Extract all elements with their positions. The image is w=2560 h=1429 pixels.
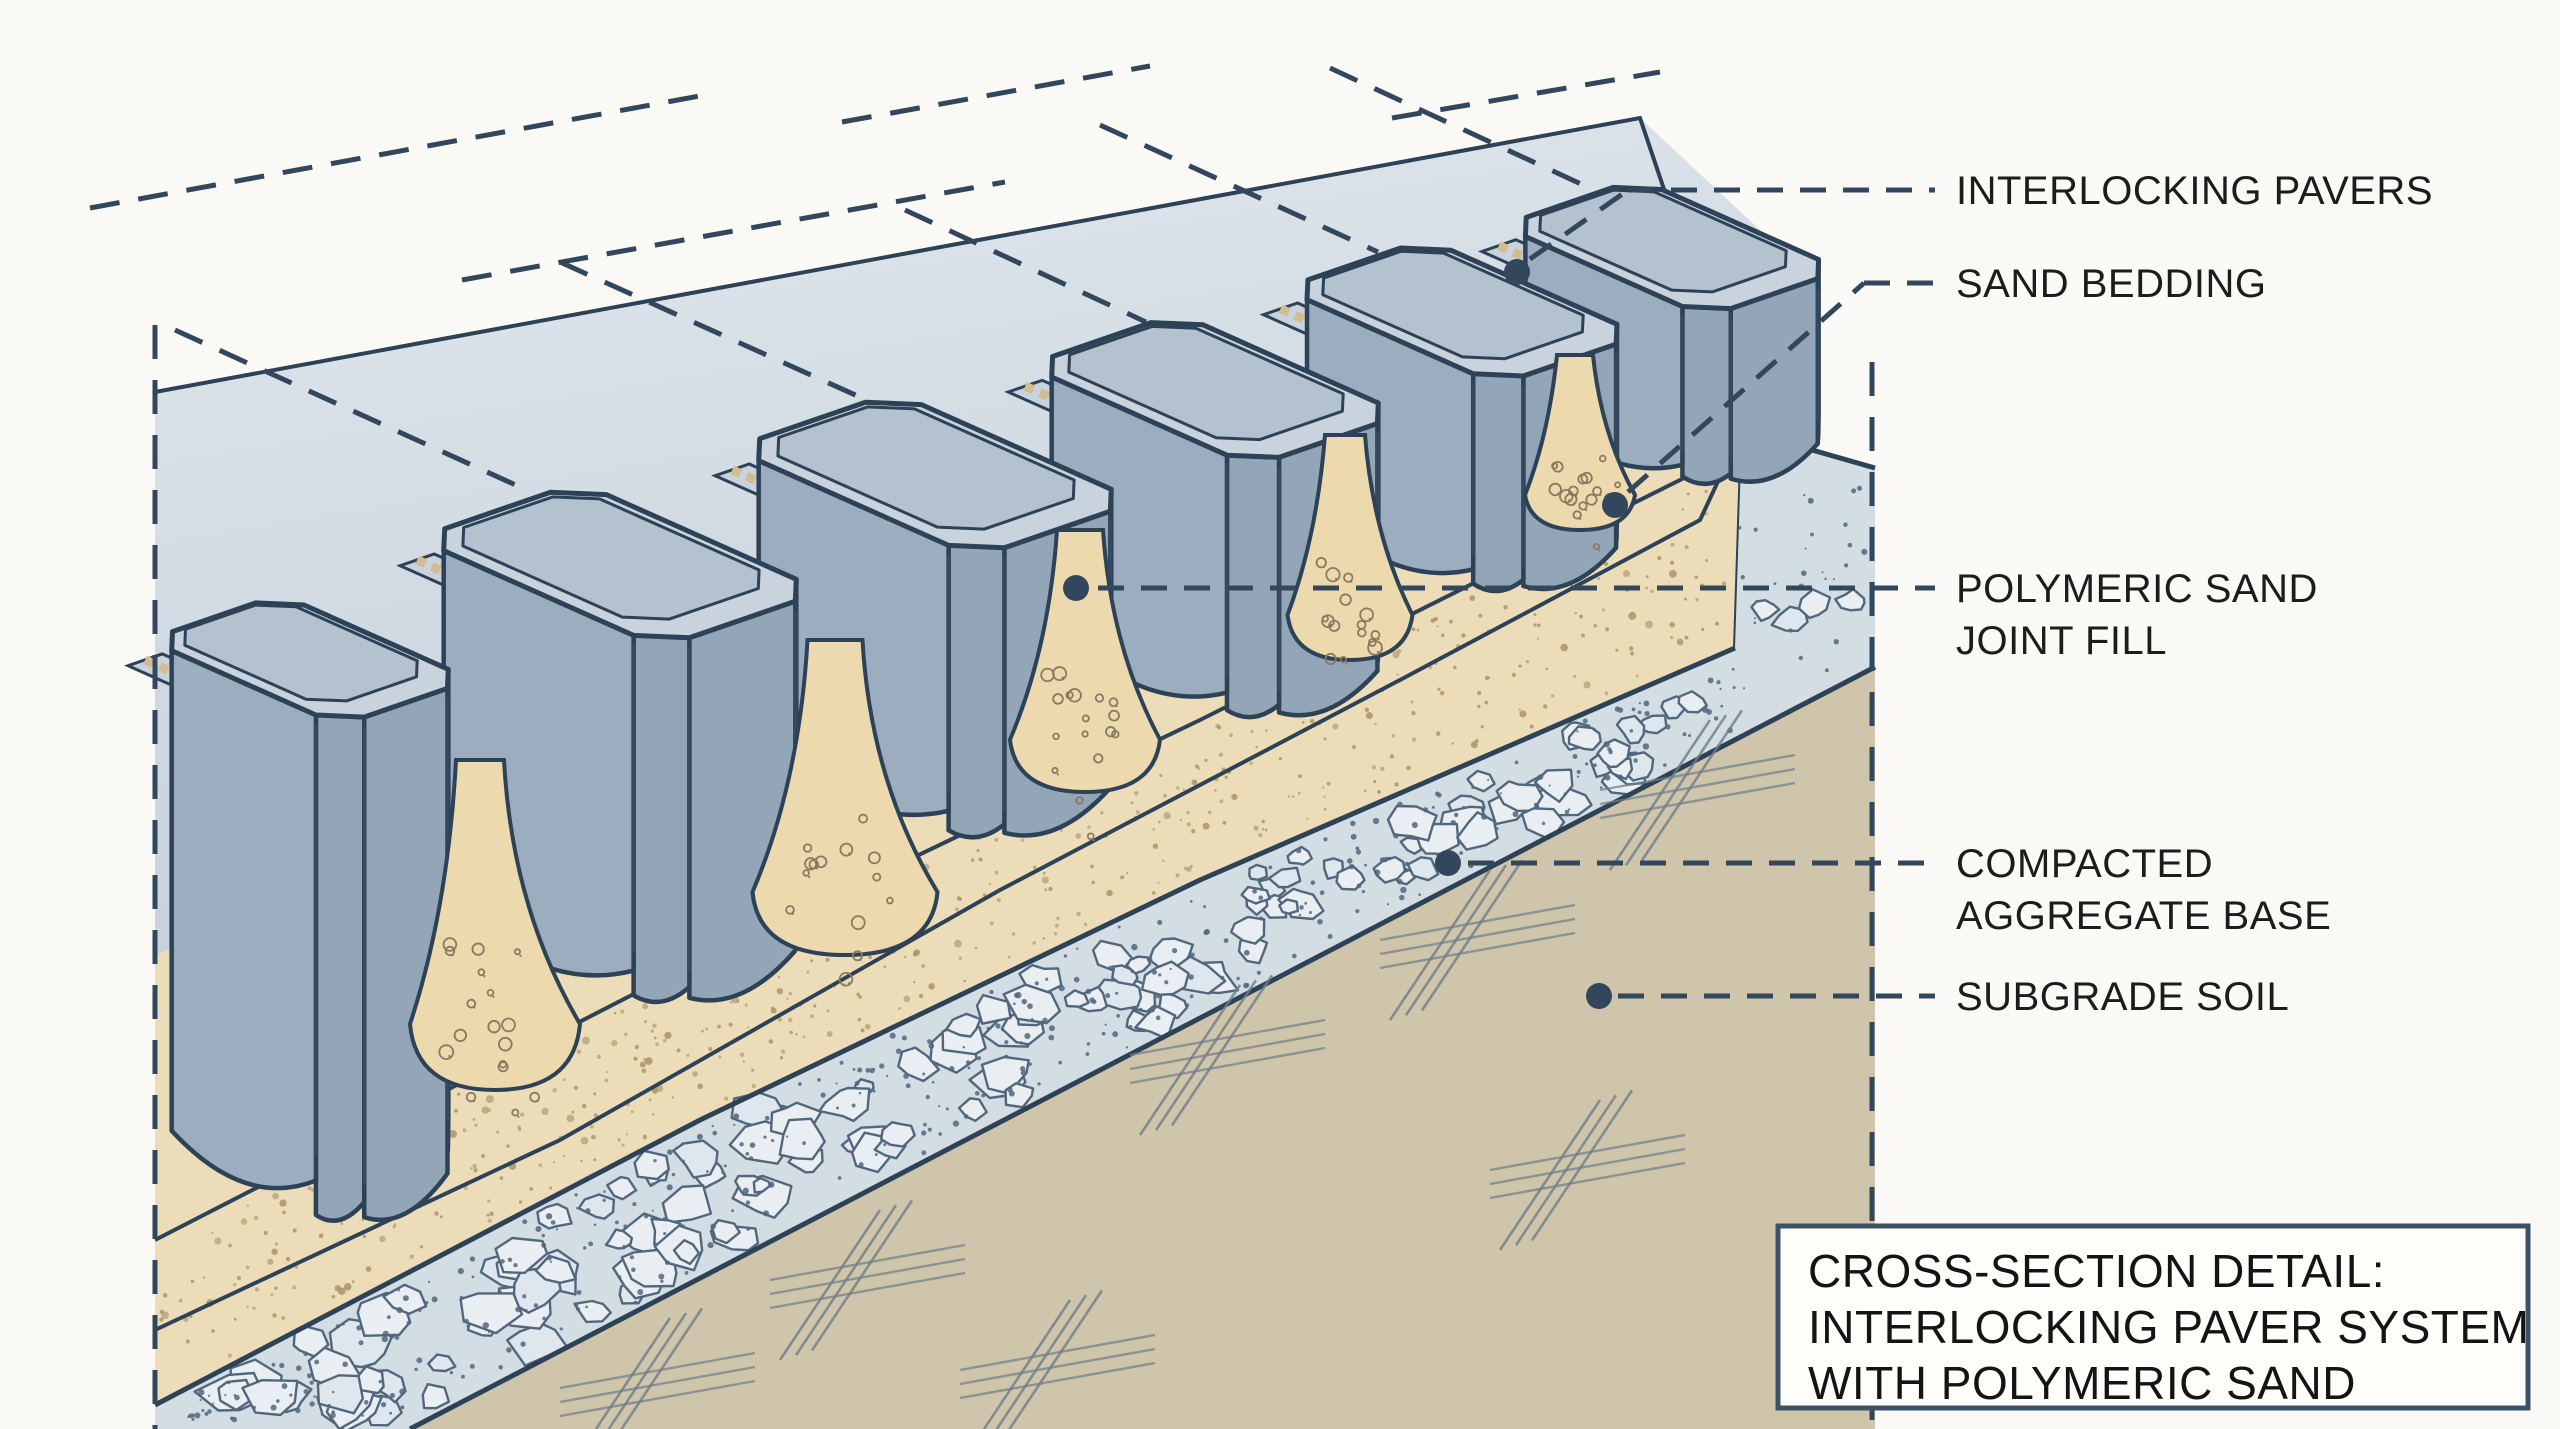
- joint-sand-pocket: [407, 758, 583, 1118]
- label-polymeric-sand-2: JOINT FILL: [1956, 619, 2167, 663]
- paver-block: [441, 489, 799, 1005]
- callout-dot-sand-bedding: [1602, 492, 1628, 518]
- label-compacted-1: COMPACTED: [1956, 842, 2213, 886]
- polymeric-sand-joints: [407, 353, 1638, 1118]
- title-line-1: CROSS-SECTION DETAIL:: [1808, 1245, 2385, 1297]
- callout-labels: INTERLOCKING PAVERS SAND BEDDING POLYMER…: [1956, 169, 2433, 1019]
- label-polymeric-sand-1: POLYMERIC SAND: [1956, 567, 2318, 611]
- label-interlocking-pavers: INTERLOCKING PAVERS: [1956, 169, 2433, 213]
- callout-dot-joint-fill: [1063, 575, 1089, 601]
- label-sand-bedding: SAND BEDDING: [1956, 262, 2267, 306]
- title-line-2: INTERLOCKING PAVER SYSTEM: [1808, 1301, 2529, 1353]
- callout-dot-subgrade: [1586, 983, 1612, 1009]
- soil-hatch-mark: [1599, 709, 1796, 871]
- subgrade-soil-layer: [408, 664, 1877, 1429]
- compacted-aggregate-base-layer: [153, 427, 1876, 1429]
- callout-dot-pavers: [1504, 259, 1530, 285]
- joint-sand-pocket: [750, 638, 940, 987]
- label-subgrade-soil: SUBGRADE SOIL: [1956, 975, 2289, 1019]
- soil-hatch-mark: [1129, 974, 1326, 1136]
- callout-dot-aggregate: [1435, 850, 1461, 876]
- soil-hatch-mark: [1379, 859, 1576, 1021]
- title-line-3: WITH POLYMERIC SAND: [1808, 1357, 2356, 1409]
- construction-grid-dashes: [89, 63, 1661, 490]
- title-box-frame: [1775, 1223, 2531, 1411]
- joint-sand-pocket: [1007, 528, 1163, 842]
- title-block: CROSS-SECTION DETAIL: INTERLOCKING PAVER…: [1775, 1223, 2531, 1411]
- soil-hatch-mark: [1489, 1089, 1686, 1251]
- paver-block: [1522, 184, 1822, 487]
- paver-block: [169, 600, 451, 1223]
- soil-hatch-mark: [559, 1307, 756, 1429]
- joint-sand-pocket: [1285, 433, 1415, 666]
- soil-hatch-mark: [959, 1289, 1156, 1429]
- label-compacted-2: AGGREGATE BASE: [1956, 894, 2331, 938]
- soil-hatch-mark: [769, 1199, 966, 1361]
- callout-leaders: [1063, 187, 1935, 1009]
